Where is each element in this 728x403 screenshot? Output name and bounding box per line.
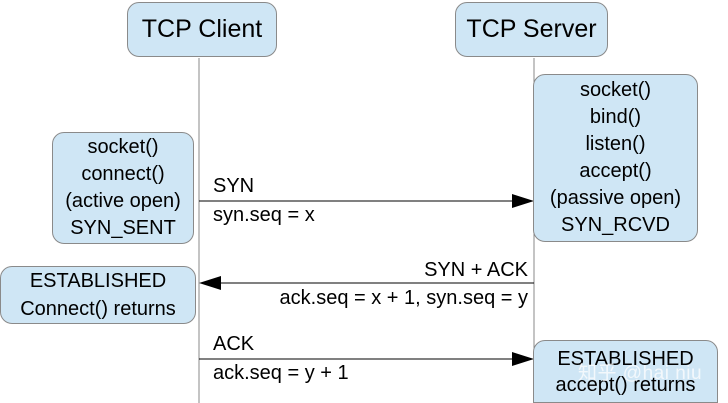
client-established-line: ESTABLISHED xyxy=(29,270,167,292)
syn-detail-label: syn.seq = x xyxy=(213,204,315,226)
client-header-label: TCP Client xyxy=(141,15,263,43)
server-state-line: SYN_RCVD xyxy=(561,214,670,236)
client-state-line: connect() xyxy=(81,163,165,185)
client-header: TCP Client xyxy=(127,2,277,57)
server-state-line: listen() xyxy=(585,133,646,155)
client-established-box: ESTABLISHED Connect() returns xyxy=(0,266,196,324)
server-state-line: (passive open) xyxy=(549,187,682,209)
client-state-line: (active open) xyxy=(65,190,181,212)
server-state-box: socket() bind() listen() accept() (passi… xyxy=(533,74,698,242)
server-established-box: ESTABLISHED accept() returns xyxy=(533,340,718,403)
syn-arrowhead xyxy=(512,194,534,208)
server-established-line: accept() returns xyxy=(555,373,696,396)
syn-ack-detail-label: ack.seq = x + 1, syn.seq = y xyxy=(279,287,528,309)
ack-label: ACK xyxy=(213,333,255,355)
client-state-line: socket() xyxy=(87,136,159,158)
syn-label: SYN xyxy=(213,175,255,197)
client-state-box: socket() connect() (active open) SYN_SEN… xyxy=(52,132,194,244)
ack-arrowhead xyxy=(512,352,534,366)
client-established-line: Connect() returns xyxy=(20,298,176,320)
server-header-label: TCP Server xyxy=(466,15,597,43)
syn-ack-label: SYN + ACK xyxy=(424,259,528,281)
ack-detail-label: ack.seq = y + 1 xyxy=(213,362,349,384)
server-header: TCP Server xyxy=(455,2,608,57)
client-state-line: SYN_SENT xyxy=(70,217,176,239)
server-state-line: bind() xyxy=(589,106,642,128)
server-state-line: socket() xyxy=(579,79,652,101)
server-established-line: ESTABLISHED xyxy=(557,347,694,370)
watermark: 知乎 @hai niu xyxy=(578,363,703,384)
server-state-line: accept() xyxy=(579,160,652,182)
syn-ack-arrowhead xyxy=(199,276,221,290)
